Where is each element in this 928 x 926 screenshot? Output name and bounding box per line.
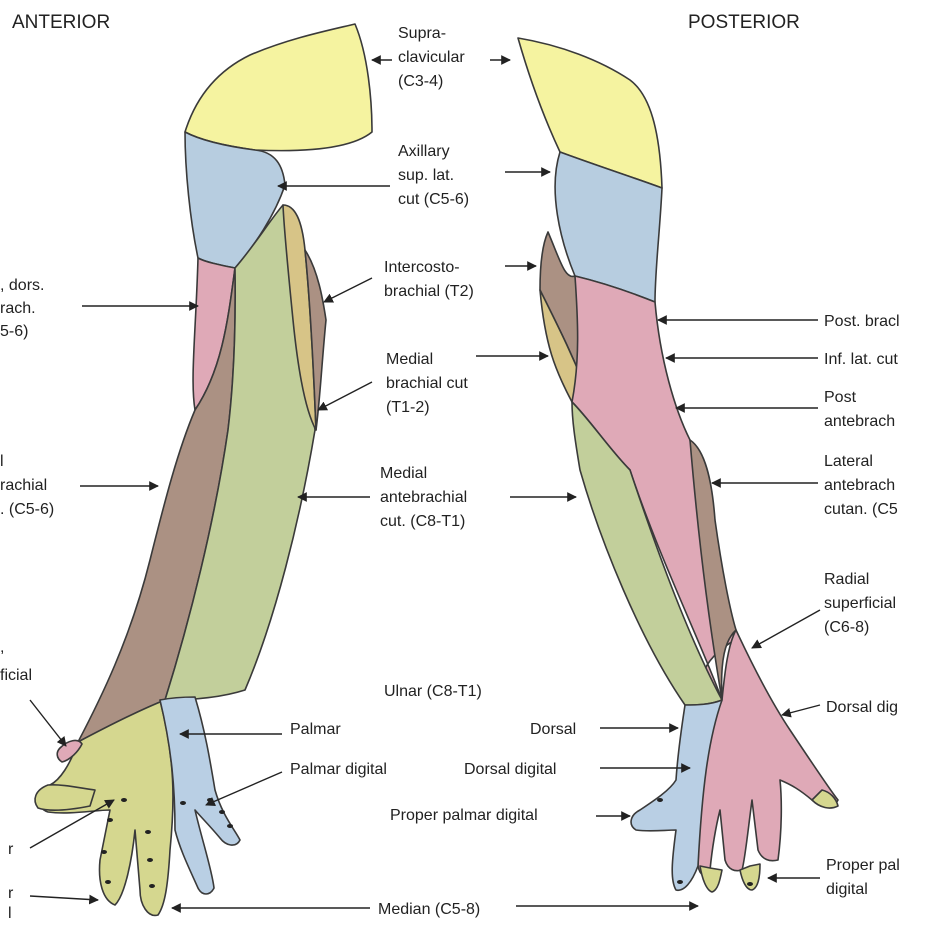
arrow-radial-superficial-right — [751, 609, 821, 649]
label-palmar: Palmar — [290, 721, 341, 738]
right-labels: Post. bracl Inf. lat. cut Post antebrach… — [824, 313, 904, 898]
posterior-fingertips — [699, 789, 839, 893]
label-intercostobrachial: Intercosto- brachial (T2) — [384, 259, 474, 300]
anterior-arm — [34, 23, 373, 917]
posterior-lateral-antebrachial-region — [689, 439, 737, 701]
arrow-median-rl-left — [29, 894, 99, 905]
arrow-palmar-digital — [205, 771, 283, 806]
label-ulnar: Ulnar (C8-T1) — [384, 683, 482, 700]
arrow-intercosto-ant — [323, 277, 373, 303]
heading-anterior: ANTERIOR — [12, 12, 110, 33]
label-median-r-left: r — [8, 841, 14, 858]
label-radial-superficial-right: Radial superficial (C6-8) — [824, 571, 900, 636]
arrow-dorsal-digital-right — [781, 704, 821, 718]
label-palmar-digital: Palmar digital — [290, 761, 387, 778]
arrow-radial-superficial-left — [29, 699, 67, 747]
heading-posterior: POSTERIOR — [688, 12, 800, 33]
left-labels: , dors. rach. 5-6) l rachial . (C5-6) , … — [0, 277, 54, 922]
posterior-ulnar-hand-region — [630, 699, 723, 891]
label-proper-palmar-digital: Proper palmar digital — [390, 807, 538, 824]
label-median: Median (C5-8) — [378, 901, 480, 918]
anterior-thumb — [34, 784, 96, 811]
label-dorsal-digital-right: Dorsal dig — [826, 699, 898, 716]
label-supraclavicular: Supra- clavicular (C3-4) — [398, 25, 469, 90]
center-labels: Supra- clavicular (C3-4) Axillary sup. l… — [290, 25, 576, 918]
pointer-arrows — [29, 55, 821, 913]
label-proper-palmar-digital-right: Proper pal digital — [826, 857, 904, 898]
label-post-antebrachial: Post antebrach — [824, 389, 895, 430]
label-medial-brachial: Medial brachial cut (T1-2) — [386, 351, 472, 416]
posterior-arm — [517, 37, 839, 893]
anterior-ulnar-hand-region — [159, 696, 241, 895]
label-radial-dors-brach-left: , dors. rach. 5-6) — [0, 277, 49, 340]
label-dorsal: Dorsal — [530, 721, 576, 738]
label-post-brachial: Post. bracl — [824, 313, 900, 330]
label-dorsal-digital: Dorsal digital — [464, 761, 556, 778]
label-inf-lat-cut: Inf. lat. cut — [824, 351, 898, 368]
label-lateral-antebrachial-right: Lateral antebrach cutan. (C5 — [824, 453, 900, 518]
label-radial-superficial-left: , ficial — [0, 639, 32, 684]
label-median-rl-left: r l — [8, 885, 18, 922]
label-medial-antebrachial: Medial antebrachial cut. (C8-T1) — [380, 465, 472, 530]
posterior-finger-marks — [657, 798, 753, 886]
label-lateral-antebrachial-left: l rachial . (C5-6) — [0, 453, 54, 518]
arrow-medial-brachial-ant — [317, 381, 373, 411]
anterior-finger-marks — [101, 798, 233, 888]
anterior-supraclavicular-region — [184, 23, 373, 152]
label-axillary: Axillary sup. lat. cut (C5-6) — [398, 143, 469, 208]
arrow-median-r-left — [29, 799, 115, 849]
